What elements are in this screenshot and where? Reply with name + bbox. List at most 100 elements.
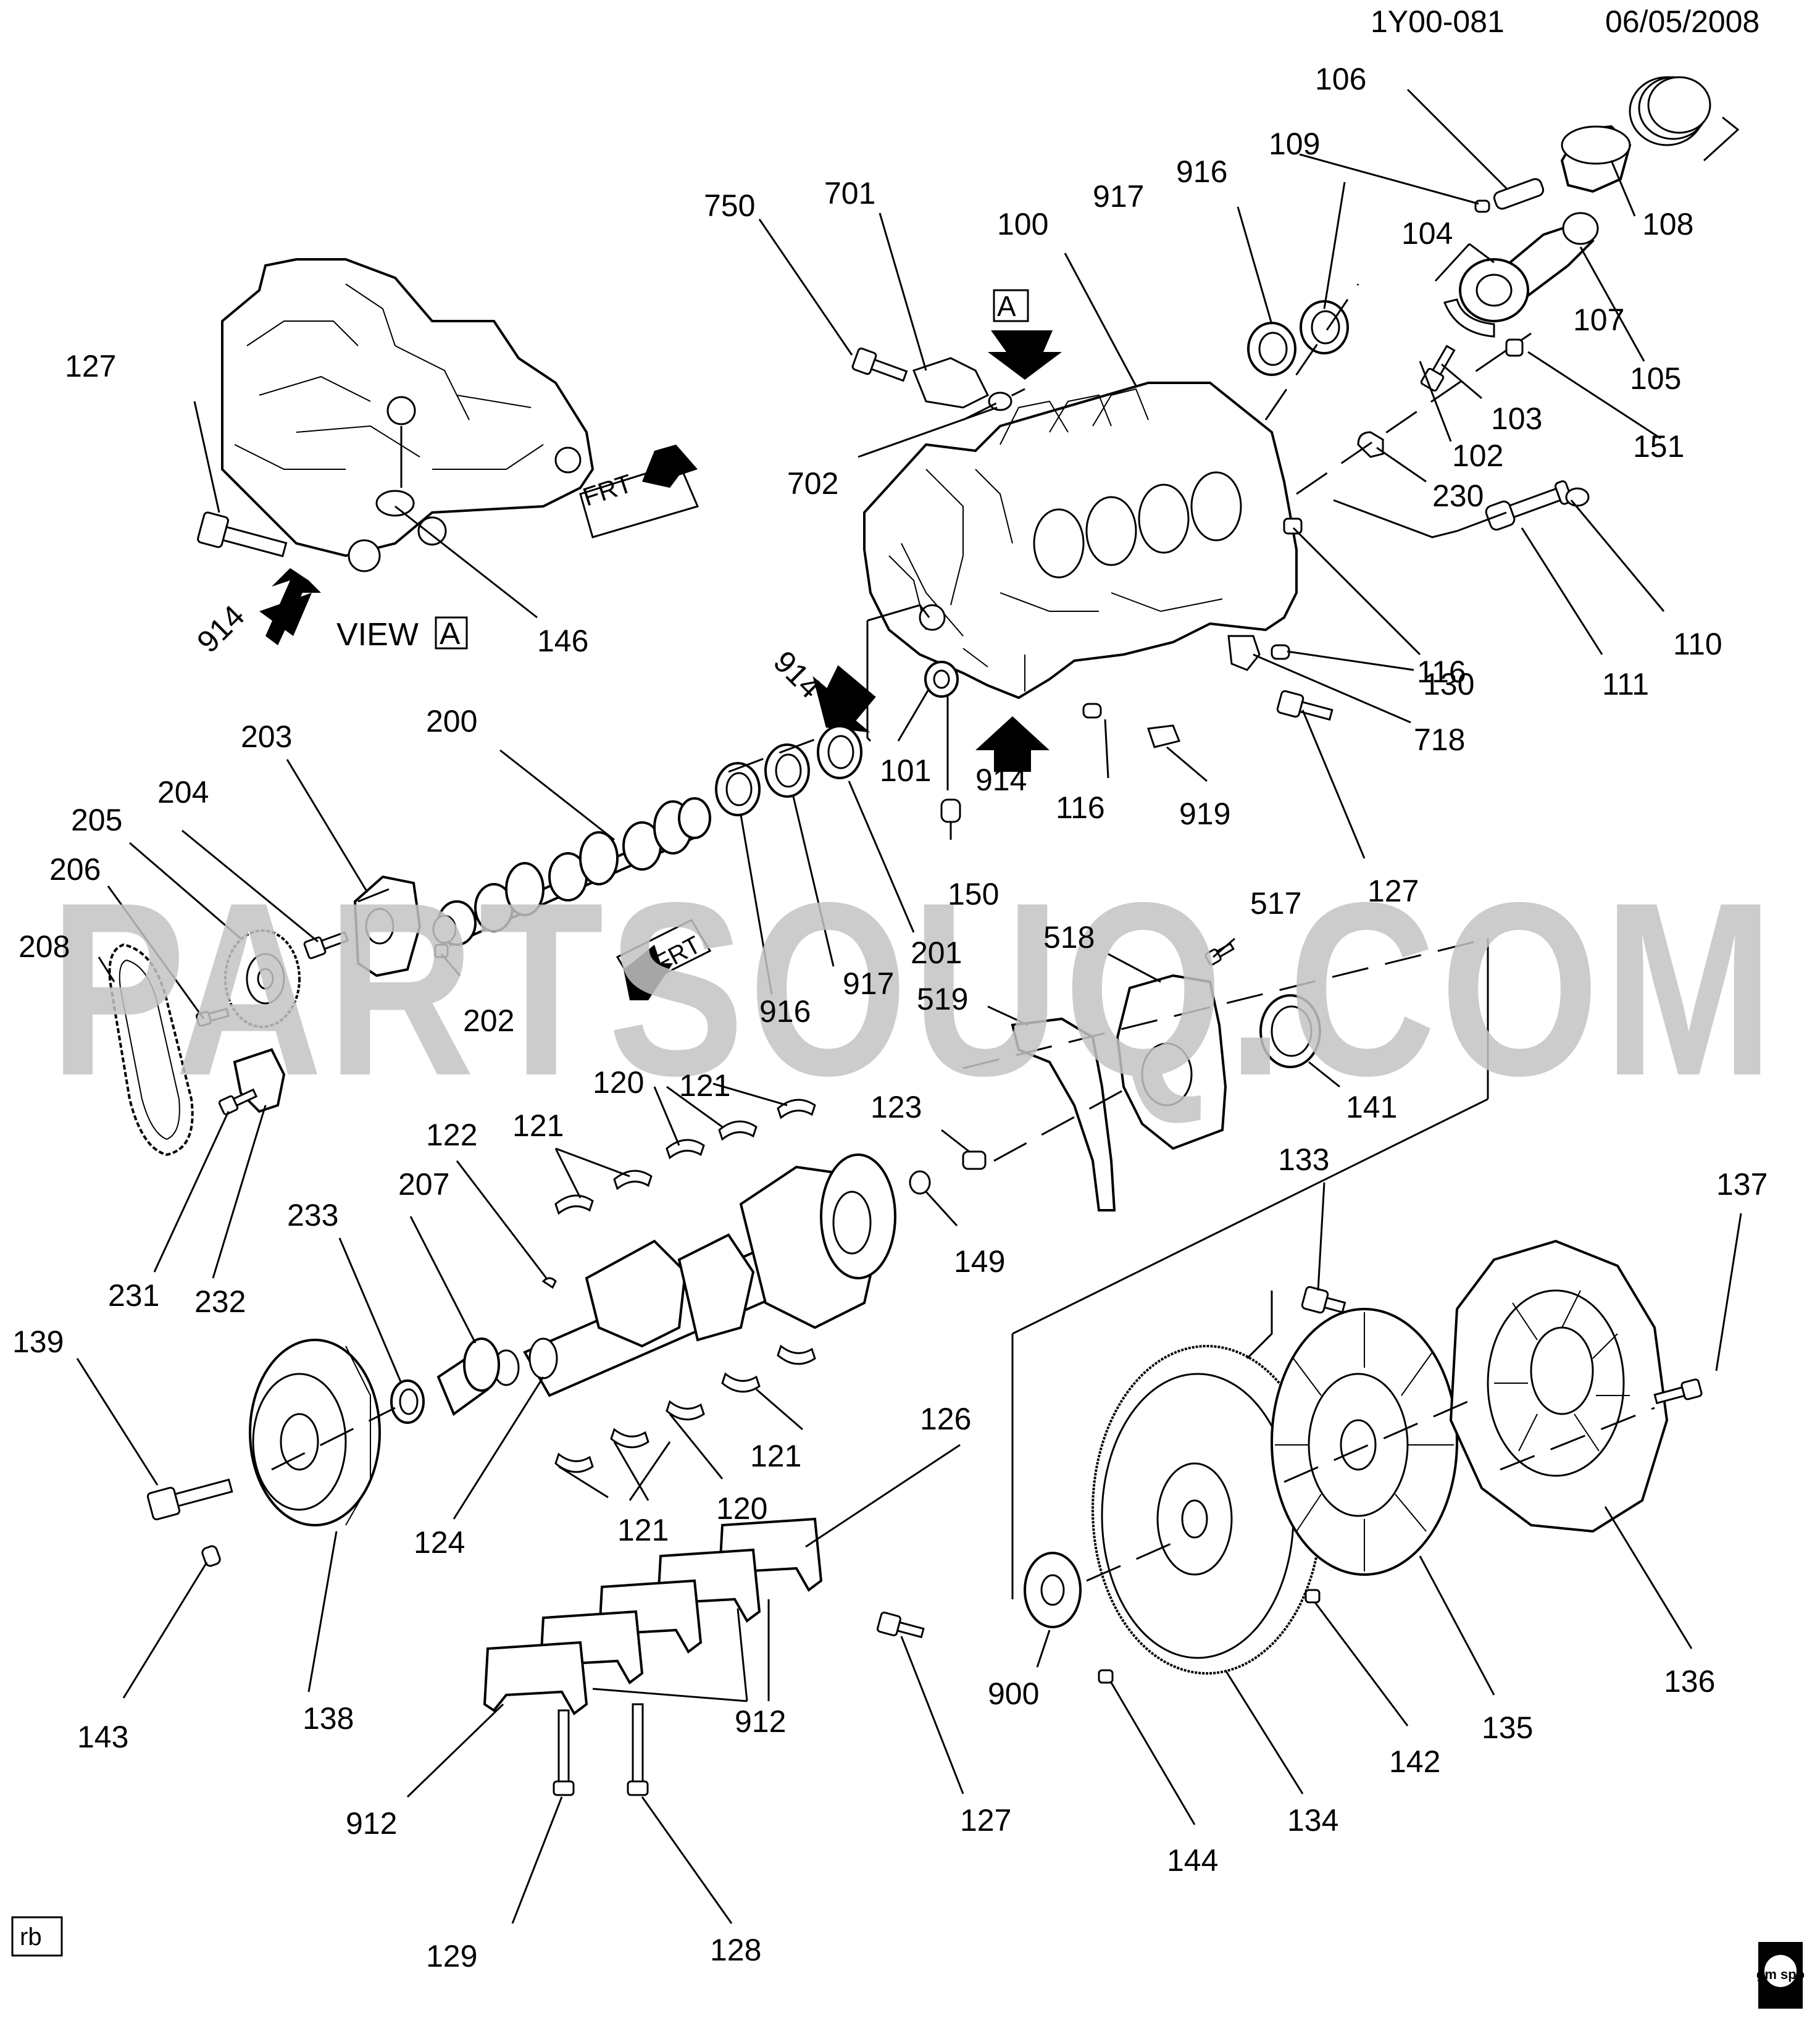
pressure-plate-drawing <box>1449 1239 1703 1533</box>
callout-label: 917 <box>843 966 894 1001</box>
callout-label: 120 <box>716 1491 767 1526</box>
connecting-rod-drawing <box>1420 212 1599 392</box>
callout-label: 204 <box>157 775 209 810</box>
callout-label: 203 <box>241 719 292 754</box>
callout-label: 123 <box>870 1090 922 1124</box>
callout-label: 121 <box>750 1439 801 1473</box>
callout-label: 142 <box>1389 1744 1440 1779</box>
callout-label: 143 <box>77 1720 128 1754</box>
callout-label: 232 <box>194 1284 246 1319</box>
chain-tensioner-drawing <box>218 1048 286 1116</box>
callout-label: 138 <box>303 1701 354 1736</box>
balancer-drawing <box>146 1339 381 1567</box>
callout-label: 208 <box>19 929 70 964</box>
callout-label: 129 <box>426 1939 477 1973</box>
part-drawings <box>108 76 1740 1796</box>
camshaft-drawing <box>432 797 711 947</box>
callout-label: 200 <box>426 704 477 739</box>
callout-label: 116 <box>1417 655 1466 689</box>
callout-label: 108 <box>1642 207 1693 241</box>
callout-label: 127 <box>1367 874 1419 908</box>
callout-label: 144 <box>1167 1843 1218 1878</box>
arrow-a-block <box>988 289 1062 380</box>
watermark: PARTSOUQ.COM <box>49 851 1778 1127</box>
callout-label: 917 <box>1093 179 1144 214</box>
callout-label: 103 <box>1491 401 1542 436</box>
callout-label: 126 <box>920 1402 971 1436</box>
callout-label: 205 <box>71 803 122 837</box>
frt-arrow-inset <box>579 445 699 538</box>
callout-label: 916 <box>759 994 811 1029</box>
main-bearings-lower-drawing <box>554 1344 816 1473</box>
thrust-plate-drawing <box>303 875 449 977</box>
dashed-centerlines <box>271 283 1655 1599</box>
timing-chain-drawing <box>108 943 194 1157</box>
arrow-914-inset <box>259 568 321 645</box>
callout-label: 106 <box>1315 62 1366 96</box>
callout-label: 134 <box>1287 1803 1338 1838</box>
callout-label: 201 <box>911 935 962 970</box>
callout-label: 150 <box>948 877 999 911</box>
callout-label: 900 <box>988 1676 1039 1711</box>
leader-lines <box>76 88 1742 1924</box>
callout-label: 100 <box>997 207 1048 241</box>
corner-left-mark: rb <box>20 1923 42 1951</box>
small-parts-block-right <box>924 431 1590 823</box>
pilot-bearing-drawing <box>909 1150 987 1195</box>
callout-label: 101 <box>880 753 931 788</box>
diagram-text: 1Y00-081 06/05/2008 VIEW A A FRT FRT 914… <box>11 4 1805 2009</box>
inset-view-a-drawing <box>197 258 595 572</box>
callout-label: 702 <box>787 466 838 501</box>
callout-label: 202 <box>463 1003 514 1038</box>
callout-label: 133 <box>1278 1142 1329 1177</box>
view-letter: A <box>440 616 461 651</box>
callout-label: 135 <box>1482 1710 1533 1745</box>
callout-label: 916 <box>1176 154 1227 189</box>
callout-label: 109 <box>1269 127 1320 161</box>
callout-label: 121 <box>512 1108 564 1143</box>
callout-label: 149 <box>954 1244 1005 1279</box>
callout-label: 914 <box>975 763 1027 797</box>
crank-sprocket-drawing <box>390 1337 500 1424</box>
callout-label: 233 <box>287 1198 338 1232</box>
callout-label: 231 <box>108 1278 159 1313</box>
callout-label: 124 <box>414 1525 465 1560</box>
callout-label: 912 <box>735 1704 786 1739</box>
flywheel-drawing <box>1024 1286 1346 1684</box>
callout-label: 127 <box>960 1803 1011 1838</box>
view-label: VIEW <box>336 617 419 653</box>
callout-label: 919 <box>1179 797 1230 831</box>
callout-label: 151 <box>1633 429 1684 464</box>
callout-label: 136 <box>1664 1664 1715 1699</box>
callout-label: 121 <box>617 1513 669 1547</box>
cam-sprocket-drawing <box>196 929 301 1028</box>
clutch-disc-drawing <box>1271 1308 1458 1576</box>
callout-label: 517 <box>1250 886 1301 921</box>
main-caps-drawing <box>483 1517 925 1796</box>
corner-right-mark: gm spo <box>1756 1967 1805 1982</box>
arrow-914-inset-label: 914 <box>190 598 251 659</box>
cam-bearings-top-drawing <box>1247 300 1349 376</box>
callout-label: 111 <box>1602 667 1649 701</box>
cam-bearings-drawing <box>715 725 862 816</box>
callout-label: 139 <box>12 1324 64 1359</box>
rear-cover-drawing <box>1011 942 1321 1211</box>
callout-label: 718 <box>1414 722 1465 757</box>
engine-block-drawing <box>863 382 1298 700</box>
sensor-701-drawing <box>851 347 1012 411</box>
diagram-date: 06/05/2008 <box>1605 4 1759 39</box>
arrow-914-block <box>812 665 1050 772</box>
callout-label: 105 <box>1630 361 1681 396</box>
main-bearings-upper-drawing <box>554 1098 816 1215</box>
callout-label: 122 <box>426 1118 477 1152</box>
callout-label: 701 <box>824 176 875 211</box>
piston-assembly-drawing <box>1474 76 1740 213</box>
callout-label: 107 <box>1573 303 1624 337</box>
callout-label: 137 <box>1716 1167 1768 1202</box>
callout-label: 230 <box>1432 479 1484 513</box>
crankshaft-drawing <box>493 1153 896 1397</box>
diagram-code: 1Y00-081 <box>1371 4 1505 39</box>
